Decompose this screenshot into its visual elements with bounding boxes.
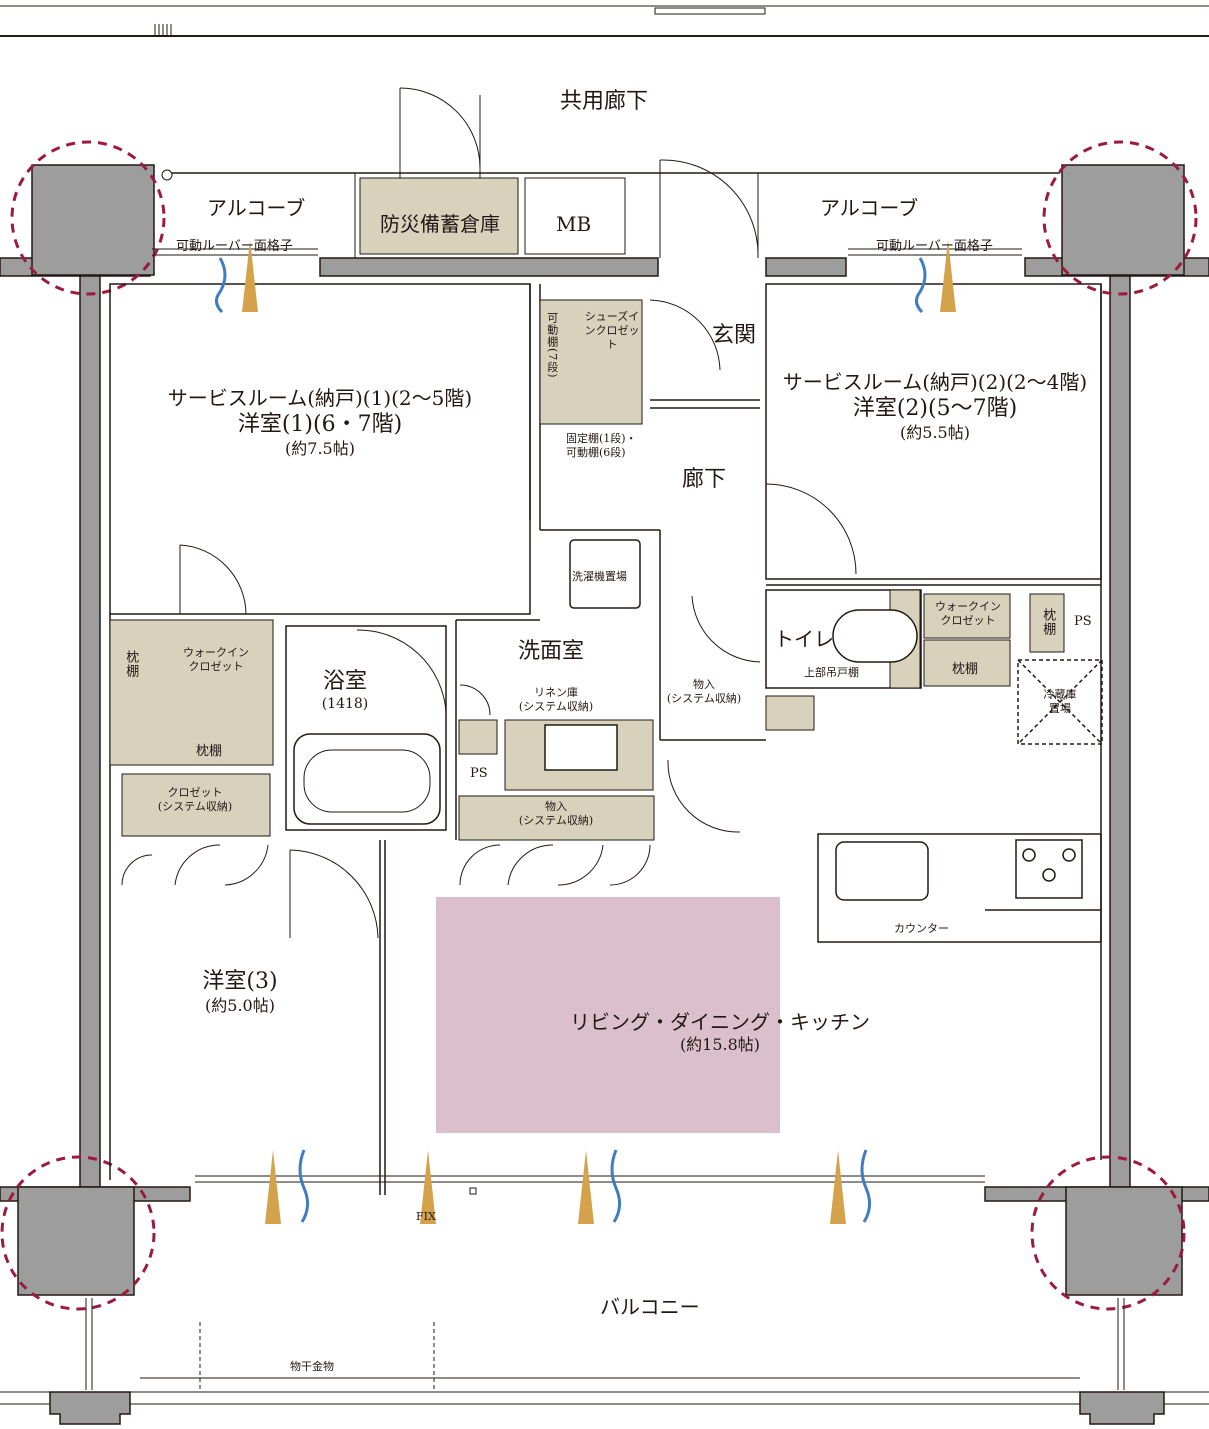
closet-left-line1: クロゼット [167, 786, 223, 799]
drying-hardware-label: 物干金物 [290, 1360, 334, 1373]
ps-wash-label: PS [470, 766, 488, 781]
vent-gold-3 [265, 1150, 281, 1224]
vent-gold-2 [940, 240, 956, 312]
mb-label: MB [556, 212, 592, 236]
fixtures [293, 539, 1103, 901]
closet-left-label: クロゼット (システム収納) [140, 786, 250, 814]
fixed-shelf-label: 固定棚(1段)・ 可動棚(6段) [566, 432, 650, 460]
closet-left-line2: (システム収納) [157, 799, 233, 813]
vent-blue-6 [860, 1149, 871, 1223]
vent-gold-5 [578, 1150, 594, 1224]
fixed-shelf-line1: 固定棚(1段)・ [566, 432, 637, 445]
window-frame [195, 1175, 985, 1195]
room2-line3: (約5.5帖) [900, 422, 970, 442]
hallway-label: 廊下 [682, 467, 727, 492]
room1-line1: サービスルーム(納戸)(1)(2〜5階) [167, 386, 473, 410]
washer-label: 洗濯機置場 [572, 570, 627, 583]
vent-gold-4 [420, 1150, 436, 1224]
corridor-post [161, 169, 173, 181]
vent-gold-1 [242, 240, 258, 312]
room3-line1: 洋室(3) [202, 969, 278, 994]
linen-line2: (システム収納) [518, 699, 594, 713]
movable-shelf-label: 可動棚(7段) [545, 311, 559, 379]
room2-line2: 洋室(2)(5〜7階) [852, 396, 1018, 421]
fridge-line1: 冷蔵庫 [1043, 688, 1077, 701]
bath-line2: (1418) [321, 695, 369, 712]
bath-title: 浴室 (1418) [305, 668, 385, 713]
toilet-cabinet-label: 上部吊戸棚 [804, 666, 859, 679]
alcove-left-label: アルコーブ [207, 196, 306, 220]
louver-left-label: 可動ルーバー面格子 [176, 239, 293, 254]
balcony-label: バルコニー [600, 1295, 700, 1319]
room3-title: 洋室(3) (約5.0帖) [170, 968, 310, 1016]
ps-right-label: PS [1074, 614, 1092, 629]
ventilation-markers [215, 240, 956, 1224]
columns [17, 164, 1185, 1296]
room1-line2: 洋室(1)(6・7階) [237, 412, 403, 437]
wic-left-label: ウォークイン クロゼット [176, 646, 256, 674]
storage-fills [109, 177, 1065, 841]
vent-gold-6 [830, 1150, 846, 1224]
vent-blue-2 [915, 257, 927, 314]
alcove-right-label: アルコーブ [820, 196, 919, 220]
wic-right-line1: ウォークイン [935, 600, 1001, 613]
storage-hall-line2: (システム収納) [666, 691, 742, 705]
room3-line2: (約5.0帖) [205, 995, 275, 1015]
storage-wash-label: 物入 (システム収納) [504, 800, 608, 828]
alcove-structures [152, 87, 1022, 259]
wic-right-line2: クロゼット [940, 613, 996, 627]
washroom-label: 洗面室 [518, 639, 585, 664]
room1-line3: (約7.5帖) [285, 438, 355, 458]
shoes-closet-label: シューズインクロゼット [584, 310, 640, 351]
counter-label: カウンター [894, 922, 949, 935]
ldk-title: リビング・ダイニング・キッチン (約15.8帖) [560, 1010, 880, 1055]
linen-label: リネン庫 (システム収納) [506, 686, 606, 714]
storage-wash-line2: (システム収納) [518, 813, 594, 827]
fridge-line2: 置場 [1049, 701, 1071, 715]
fridge-label: 冷蔵庫 置場 [1032, 688, 1088, 716]
doors [121, 299, 857, 939]
wic-right-label: ウォークイン クロゼット [928, 600, 1008, 628]
vent-blue-5 [610, 1149, 621, 1223]
vent-blue-3 [298, 1149, 309, 1223]
entrance-label: 玄関 [712, 323, 757, 348]
fixed-shelf-line2: 可動棚(6段) [566, 445, 626, 459]
wic-left-line1: ウォークイン [183, 646, 249, 659]
pillow-shelf-right-v: 枕棚 [1040, 608, 1056, 636]
ldk-highlight [436, 897, 780, 1133]
linen-line1: リネン庫 [534, 686, 578, 699]
column-markers [0, 140, 1198, 1311]
vent-blue-1 [215, 257, 227, 314]
common-corridor-label: 共用廊下 [560, 89, 649, 114]
toilet-label: トイレ [774, 627, 834, 651]
top-edge [0, 5, 1209, 37]
pillow-shelf-left: 枕棚 [196, 744, 223, 759]
room2-title: サービスルーム(納戸)(2)(2〜4階) 洋室(2)(5〜7階) (約5.5帖) [770, 370, 1100, 443]
room2-line1: サービスルーム(納戸)(2)(2〜4階) [782, 370, 1088, 394]
interior-walls [109, 283, 1102, 1195]
pillow-shelf-right: 枕棚 [952, 662, 979, 677]
storage-hall-label: 物入 (システム収納) [664, 678, 744, 706]
louver-right-label: 可動ルーバー面格子 [876, 239, 993, 254]
wic-left-line2: クロゼット [188, 659, 244, 673]
room1-title: サービスルーム(納戸)(1)(2〜5階) 洋室(1)(6・7階) (約7.5帖) [130, 386, 510, 459]
pillow-shelf-left-v: 枕棚 [123, 650, 139, 678]
ldk-line1: リビング・ダイニング・キッチン [570, 1010, 870, 1034]
balcony-structure [0, 1298, 1209, 1425]
fix-label: FIX [416, 1210, 436, 1223]
ldk-line2: (約15.8帖) [679, 1035, 761, 1054]
storage-wash-line1: 物入 [545, 800, 567, 813]
bath-line1: 浴室 [322, 669, 367, 694]
storage-room-label: 防災備蓄倉庫 [380, 212, 500, 236]
storage-hall-line1: 物入 [693, 678, 715, 691]
